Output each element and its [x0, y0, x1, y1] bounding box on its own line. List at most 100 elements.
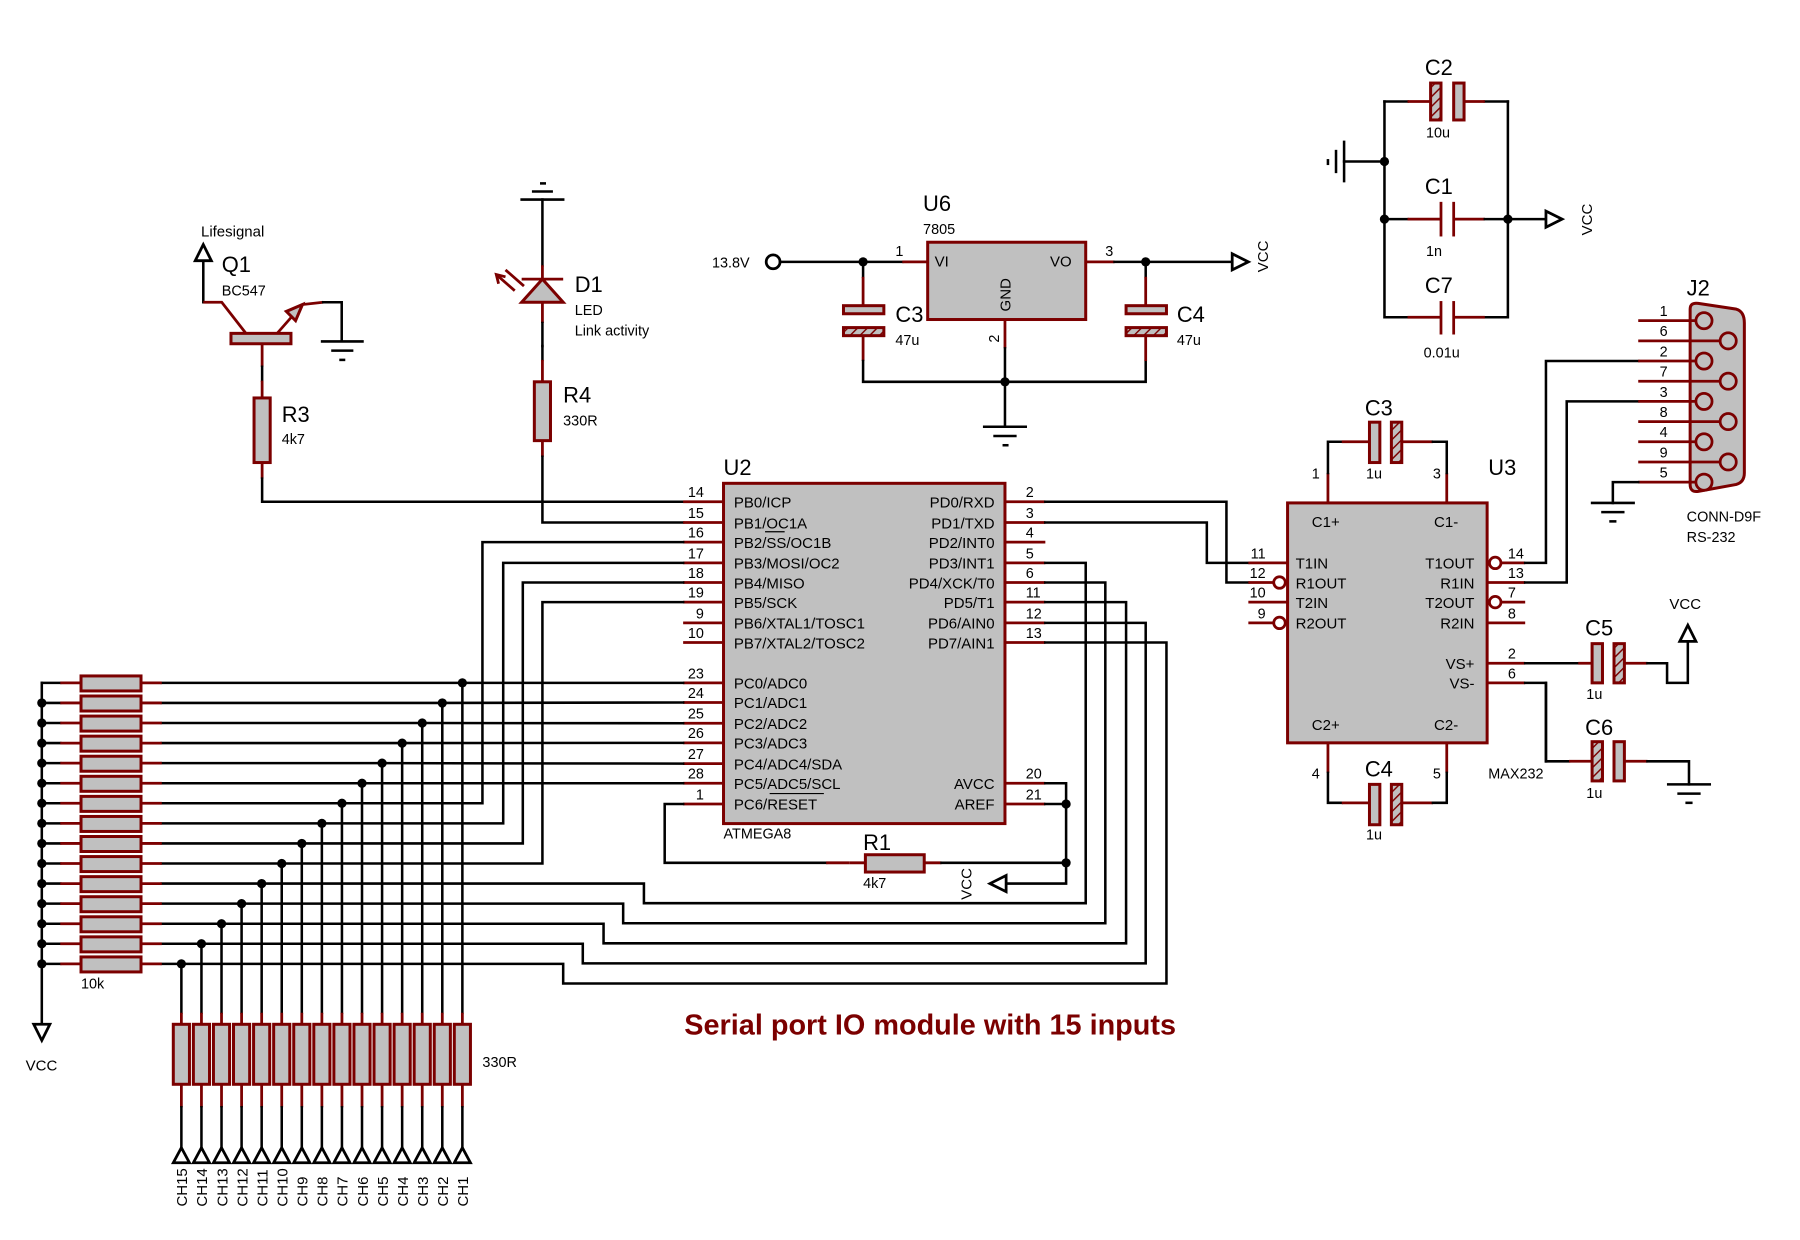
value-series: 330R [482, 1055, 516, 1071]
pin-name: PD5/T1 [944, 595, 995, 612]
pullup-resistor[interactable] [79, 694, 143, 713]
series-resistor[interactable] [312, 1022, 332, 1086]
capacitor-c4-47u[interactable]: C4 47u [1124, 260, 1205, 362]
capacitor-c5[interactable]: VCC C5 1u [1544, 596, 1701, 703]
value-c1: 1n [1426, 244, 1442, 260]
ref-c2: C2 [1425, 55, 1453, 80]
series-resistor-array[interactable] [171, 1012, 472, 1108]
pullup-resistor[interactable] [79, 855, 143, 874]
pin-name: PD1/TXD [931, 515, 994, 532]
input-terminal-icon[interactable] [371, 1144, 393, 1165]
transistor-q1[interactable]: Lifesignal Q1 BC547 [192, 223, 364, 367]
pullup-resistor[interactable] [79, 714, 143, 733]
pin-number: 15 [688, 506, 704, 522]
channel-label: CH2 [435, 1177, 452, 1207]
pin-number: 28 [688, 767, 704, 783]
pullup-resistor[interactable] [79, 895, 143, 914]
input-terminal-icon[interactable] [231, 1144, 252, 1165]
pin-number: 1 [1660, 304, 1668, 320]
input-terminal-icon[interactable] [331, 1144, 353, 1165]
ref-u6: U6 [923, 191, 951, 216]
series-resistor[interactable] [332, 1022, 352, 1086]
input-terminal-icon[interactable] [451, 1144, 473, 1165]
pullup-resistor[interactable] [79, 835, 143, 854]
wire [1044, 500, 1250, 584]
pullup-resistor-array[interactable] [37, 674, 162, 974]
channel-label: CH14 [194, 1168, 211, 1206]
led-d1[interactable]: D1 LED Link activity [494, 182, 650, 348]
ref-c7: C7 [1425, 273, 1453, 298]
transceiver-u3[interactable]: U3 MAX232 C1+ C1- C2+ C2- 1 3 4 5 11T1IN… [1248, 455, 1548, 783]
series-resistor[interactable] [232, 1022, 252, 1086]
ground-icon [1326, 140, 1346, 183]
microcontroller-u2[interactable]: U2 ATMEGA8 14PB0/ICP15PB1/OC1A16PB2/SS/O… [683, 455, 1046, 843]
capacitor-c3-1u[interactable]: C3 1u [1326, 395, 1449, 483]
net-label-vcc: VCC [1255, 240, 1272, 272]
pullup-resistor[interactable] [79, 955, 143, 974]
pullup-resistor[interactable] [79, 794, 143, 813]
note-j2: RS-232 [1687, 530, 1736, 546]
series-resistor[interactable] [432, 1022, 452, 1086]
wire [260, 477, 685, 504]
pin-number: 4 [1312, 767, 1320, 783]
series-resistor[interactable] [252, 1022, 272, 1086]
ground-icon [1590, 501, 1635, 523]
ref-q1: Q1 [222, 252, 251, 277]
input-terminal-icon[interactable] [211, 1144, 232, 1165]
ref-u3: U3 [1488, 455, 1516, 480]
regulator-u6[interactable]: 13.8V VCC 1 3 2 VI VO GND U6 7805 [712, 191, 1272, 447]
value-c3-1u: 1u [1366, 467, 1382, 483]
series-resistor[interactable] [272, 1022, 292, 1086]
pin-number: 21 [1026, 787, 1042, 803]
series-resistor[interactable] [372, 1022, 392, 1086]
pullup-resistor[interactable] [79, 875, 143, 894]
pullup-resistor[interactable] [79, 814, 143, 833]
pin-number: 17 [688, 546, 704, 562]
pullup-resistor[interactable] [79, 754, 143, 773]
pin-number: 25 [688, 707, 704, 723]
input-terminal-icon[interactable] [391, 1144, 413, 1165]
input-terminal-icon[interactable] [291, 1144, 313, 1165]
input-terminal-icon[interactable] [311, 1144, 333, 1165]
input-terminal-icon[interactable] [170, 1144, 192, 1165]
input-terminal-icon[interactable] [251, 1144, 273, 1165]
capacitor-c6[interactable]: C6 1u [1544, 681, 1712, 805]
pin-number: 11 [1251, 546, 1266, 562]
series-resistor[interactable] [412, 1022, 432, 1086]
input-terminal-icon[interactable] [351, 1144, 373, 1165]
series-resistor[interactable] [191, 1022, 212, 1086]
resistor-r1[interactable]: R1 4k7 [663, 802, 1068, 892]
series-resistor[interactable] [211, 1022, 232, 1086]
inverter-bubble-icon [1488, 594, 1503, 610]
pin-number: 19 [688, 586, 704, 602]
input-terminal-icon[interactable] [271, 1144, 293, 1165]
resistor-r4[interactable]: R4 330R [532, 344, 598, 457]
decoupling-capacitors[interactable]: C2 10u VCC C1 1n C7 0.01u [1326, 55, 1596, 362]
vcc-arrow-icon [1677, 622, 1699, 643]
pullup-resistor[interactable] [79, 935, 143, 954]
pullup-resistor[interactable] [79, 734, 143, 753]
pin-number: 13 [1508, 566, 1524, 582]
input-terminal-icon[interactable] [191, 1144, 212, 1165]
value-r1: 4k7 [863, 876, 886, 892]
series-resistor[interactable] [292, 1022, 312, 1086]
series-resistor[interactable] [392, 1022, 412, 1086]
value-d1: LED [575, 303, 603, 319]
series-resistor[interactable] [352, 1022, 372, 1086]
pin-number: 7 [1660, 365, 1668, 381]
channel-label: CH5 [375, 1177, 392, 1207]
input-terminal-icon[interactable] [431, 1144, 453, 1165]
pullup-resistor[interactable] [79, 915, 143, 934]
pullup-resistor[interactable] [79, 774, 143, 793]
input-terminal-icon[interactable] [411, 1144, 433, 1165]
series-resistor[interactable] [452, 1022, 472, 1086]
channel-label: CH1 [455, 1177, 472, 1207]
pin-name: PD6/AIN0 [928, 616, 995, 633]
capacitor-c4-1u[interactable]: C4 1u [1326, 756, 1449, 844]
pullup-resistor[interactable] [79, 674, 143, 693]
ref-c1: C1 [1425, 174, 1453, 199]
resistor-r3[interactable]: R3 4k7 [252, 365, 310, 479]
series-resistor[interactable] [171, 1022, 191, 1086]
